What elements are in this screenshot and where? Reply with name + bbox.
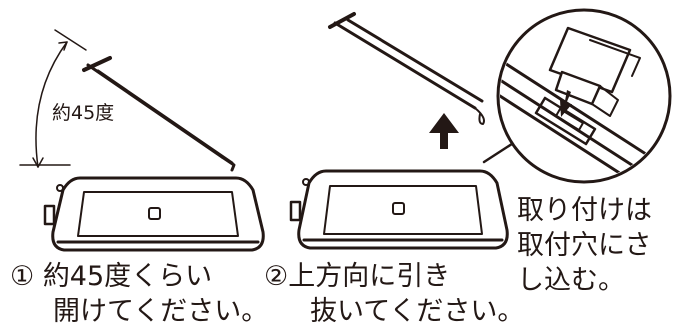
- step1-text-line1: 約45度くらい: [42, 261, 213, 292]
- angle-indicator: [19, 29, 87, 168]
- up-arrow-icon: [429, 113, 459, 149]
- step2-line1: ②上方向に引き: [264, 260, 450, 294]
- step2-text-line1: 上方向に引き: [288, 261, 451, 292]
- note-line2: 取付穴にさ: [517, 230, 652, 261]
- device-left: [43, 56, 265, 252]
- step1-text-line2: 開けてください。: [53, 296, 269, 327]
- step2-text-line2: 抜いてください。: [310, 296, 525, 327]
- insert-arrow-icon: [560, 90, 572, 117]
- angle-label: 約45度: [52, 102, 115, 124]
- step2-number: ②: [264, 261, 289, 292]
- device-right: [289, 12, 509, 250]
- step1-line1: ① 約45度くらい: [10, 260, 212, 294]
- zoom-bubble: [482, 8, 672, 184]
- note-line1: 取り付けは: [517, 195, 652, 226]
- note-line3: し込む。: [517, 265, 625, 296]
- step1-number: ①: [10, 261, 35, 292]
